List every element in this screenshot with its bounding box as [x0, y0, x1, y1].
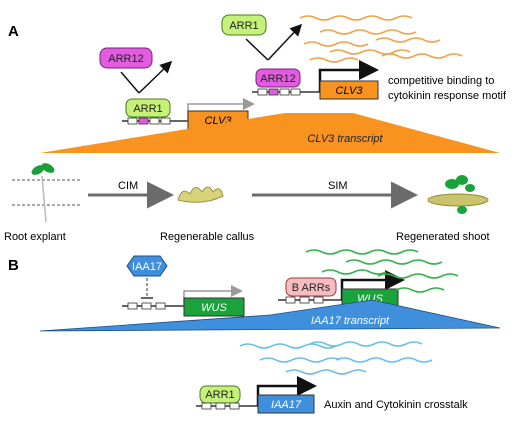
wus-transcript-squiggles [305, 249, 459, 293]
stage-label-callus: Regenerable callus [160, 231, 255, 243]
clv3-transcript-label: CLV3 transcript [307, 133, 383, 145]
iaa17-protein-label: IAA17 [132, 261, 162, 273]
clv3-transcript-squiggles [299, 15, 463, 63]
callus-icon [177, 186, 224, 203]
arr1-b-label: ARR1 [205, 389, 234, 401]
crosstalk-label: Auxin and Cytokinin crosstalk [324, 399, 468, 411]
arr1-bound-label: ARR1 [133, 103, 162, 115]
arr1-top-label: ARR1 [229, 20, 258, 32]
iaa17-transcript-wedge [39, 299, 501, 332]
barrs-bubble [285, 277, 337, 297]
clv3-gene-box-2 [319, 80, 379, 100]
cim-label: CIM [118, 180, 138, 192]
arr12-bound-bubble [255, 68, 301, 88]
wus-gene-box-1 [183, 297, 245, 317]
stage-label-root-explant: Root explant [4, 231, 66, 243]
v-arrow-left [120, 71, 140, 94]
wus-gene-label-1: WUS [201, 302, 227, 314]
plant-seedling-icon [31, 163, 55, 223]
clv3-transcript-wedge [40, 113, 500, 153]
stage-label-shoot: Regenerated shoot [396, 231, 490, 243]
shoot-icon [427, 175, 489, 214]
panel-a-label: A [8, 23, 19, 40]
clv3-gene-label-2: CLV3 [336, 85, 364, 97]
arr12-top-label: ARR12 [108, 53, 143, 65]
iaa17-transcript-label: IAA17 transcript [311, 315, 390, 327]
note-line-2: cytokinin response motif [388, 90, 507, 102]
iaa17-transcript-squiggles [239, 341, 433, 375]
arr12-top-bubble [99, 47, 153, 69]
panel-b-label: B [8, 257, 19, 274]
iaa17-gene-box [257, 394, 315, 414]
note-line-1: competitive binding to [388, 75, 494, 87]
arr12-bound-label: ARR12 [260, 73, 295, 85]
v-arrow-right [138, 60, 173, 94]
sim-label: SIM [328, 180, 348, 192]
arr1-top-bubble [221, 14, 267, 36]
iaa17-protein-hexagon [126, 255, 168, 277]
arr1-bound-bubble [125, 98, 171, 118]
barrs-label: B ARRs [292, 282, 331, 294]
iaa17-gene-label: IAA17 [271, 399, 302, 411]
